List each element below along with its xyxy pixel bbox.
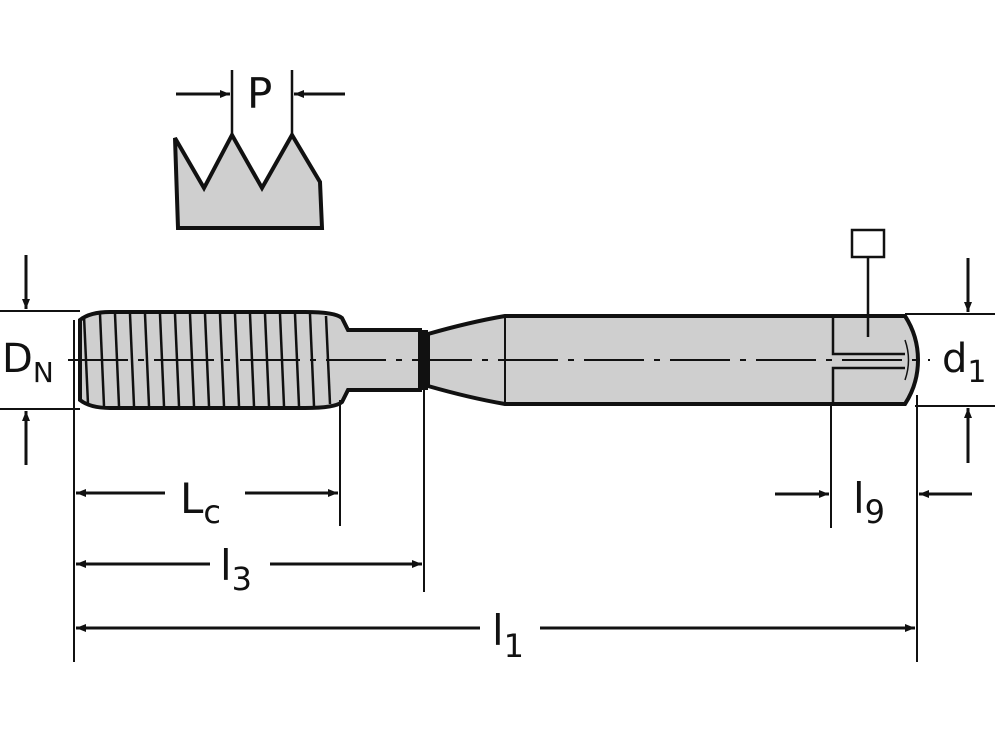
square-length-label: l9	[853, 474, 885, 531]
shank-diameter-label: d1	[942, 336, 986, 390]
tap-body	[68, 310, 930, 410]
chamfer-length-label: Lc	[180, 474, 221, 531]
shank-diameter-dimension	[905, 258, 995, 463]
neck-length-label: l3	[220, 541, 252, 598]
thread-profile-detail	[173, 70, 345, 230]
nominal-diameter-label: DN	[2, 336, 54, 389]
square-drive-symbol	[850, 228, 886, 259]
nominal-diameter-dimension	[0, 255, 80, 465]
extension-lines	[73, 320, 918, 662]
pitch-label: P	[247, 69, 272, 118]
overall-length-label: l1	[492, 606, 524, 665]
